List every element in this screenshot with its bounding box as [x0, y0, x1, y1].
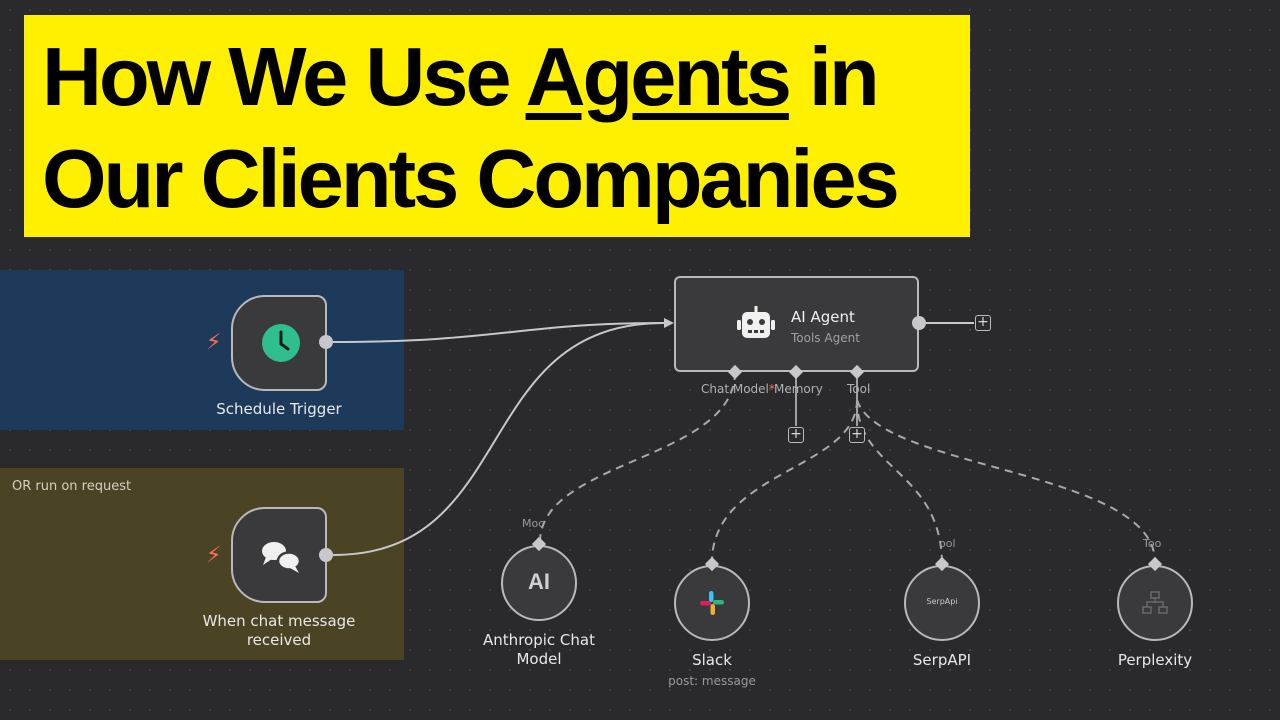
chat-model-wire[interactable] — [539, 371, 736, 543]
title-line-1: How We Use Agents in — [42, 35, 972, 118]
anthropic-label-line2: Model — [516, 650, 562, 668]
serpapi-label: SerpAPI — [912, 651, 972, 669]
add-tool-button[interactable]: + — [849, 427, 865, 443]
anthropic-port-tag: Moc — [522, 517, 545, 530]
anthropic-icon: AI — [528, 569, 550, 594]
chat-trigger-label-line1: When chat message — [202, 612, 356, 630]
chat-trigger-label: When chat message received — [189, 612, 369, 650]
chat-trigger-label-line2: received — [246, 631, 312, 649]
request-group-note[interactable]: OR run on request — [0, 468, 404, 660]
agent-subtitle: Tools Agent — [791, 331, 860, 345]
title-banner: How We Use Agents in Our Clients Compani… — [24, 15, 970, 237]
schedule-trigger-label: Schedule Trigger — [216, 400, 342, 418]
schedule-output-handle[interactable] — [319, 335, 333, 349]
perplexity-label: Perplexity — [1117, 651, 1193, 669]
perplexity-port-tag: Too — [1143, 537, 1162, 550]
agent-add-next-button[interactable]: + — [975, 315, 991, 331]
chat-bubbles-icon — [262, 542, 302, 573]
serpapi-tool-wire[interactable] — [856, 399, 943, 563]
slack-icon — [700, 591, 724, 615]
chat-trigger-node[interactable] — [231, 507, 327, 603]
perplexity-node[interactable] — [1117, 565, 1193, 641]
chat-model-port-label: Chat Model* — [701, 382, 775, 396]
chat-model-port-text: Chat Model — [701, 382, 769, 396]
ai-agent-node[interactable]: AI Agent Tools Agent — [674, 276, 919, 372]
slack-label: Slack — [692, 651, 732, 669]
serpapi-port-tag: ool — [939, 537, 956, 550]
agent-output-handle[interactable] — [912, 316, 926, 330]
anthropic-label: Anthropic Chat Model — [464, 631, 614, 669]
chat-to-agent-wire[interactable] — [332, 322, 665, 556]
schedule-to-agent-wire[interactable] — [332, 322, 665, 343]
anthropic-label-line1: Anthropic Chat — [483, 631, 595, 649]
tool-port-label: Tool — [847, 382, 871, 396]
add-memory-button[interactable]: + — [788, 427, 804, 443]
schedule-group-note[interactable] — [0, 270, 404, 430]
trigger-bolt-icon: ⚡ — [206, 543, 222, 568]
agent-title: AI Agent — [791, 308, 855, 326]
robot-icon — [737, 306, 775, 338]
title-line-2: Our Clients Companies — [42, 132, 900, 225]
anthropic-chat-model-node[interactable]: AI — [501, 545, 577, 621]
required-marker: * — [768, 382, 775, 396]
title-text: How We Use — [42, 30, 526, 123]
clock-icon — [262, 324, 300, 362]
perplexity-tool-wire[interactable] — [856, 399, 1156, 563]
slack-sublabel: post: message — [668, 674, 756, 688]
serpapi-icon: SerpApi — [926, 597, 958, 606]
slack-tool-wire[interactable] — [711, 399, 858, 563]
agent-input-arrow — [664, 318, 674, 328]
chat-output-handle[interactable] — [319, 548, 333, 562]
request-group-label: OR run on request — [12, 479, 132, 494]
memory-port-label: Memory — [774, 382, 823, 396]
title-underlined-word: Agents — [525, 30, 792, 123]
slack-node[interactable] — [674, 565, 750, 641]
network-icon — [1142, 591, 1168, 614]
trigger-bolt-icon: ⚡ — [206, 330, 222, 355]
serpapi-node[interactable]: SerpApi — [904, 565, 980, 641]
schedule-trigger-node[interactable] — [231, 295, 327, 391]
title-text: in — [788, 30, 880, 123]
